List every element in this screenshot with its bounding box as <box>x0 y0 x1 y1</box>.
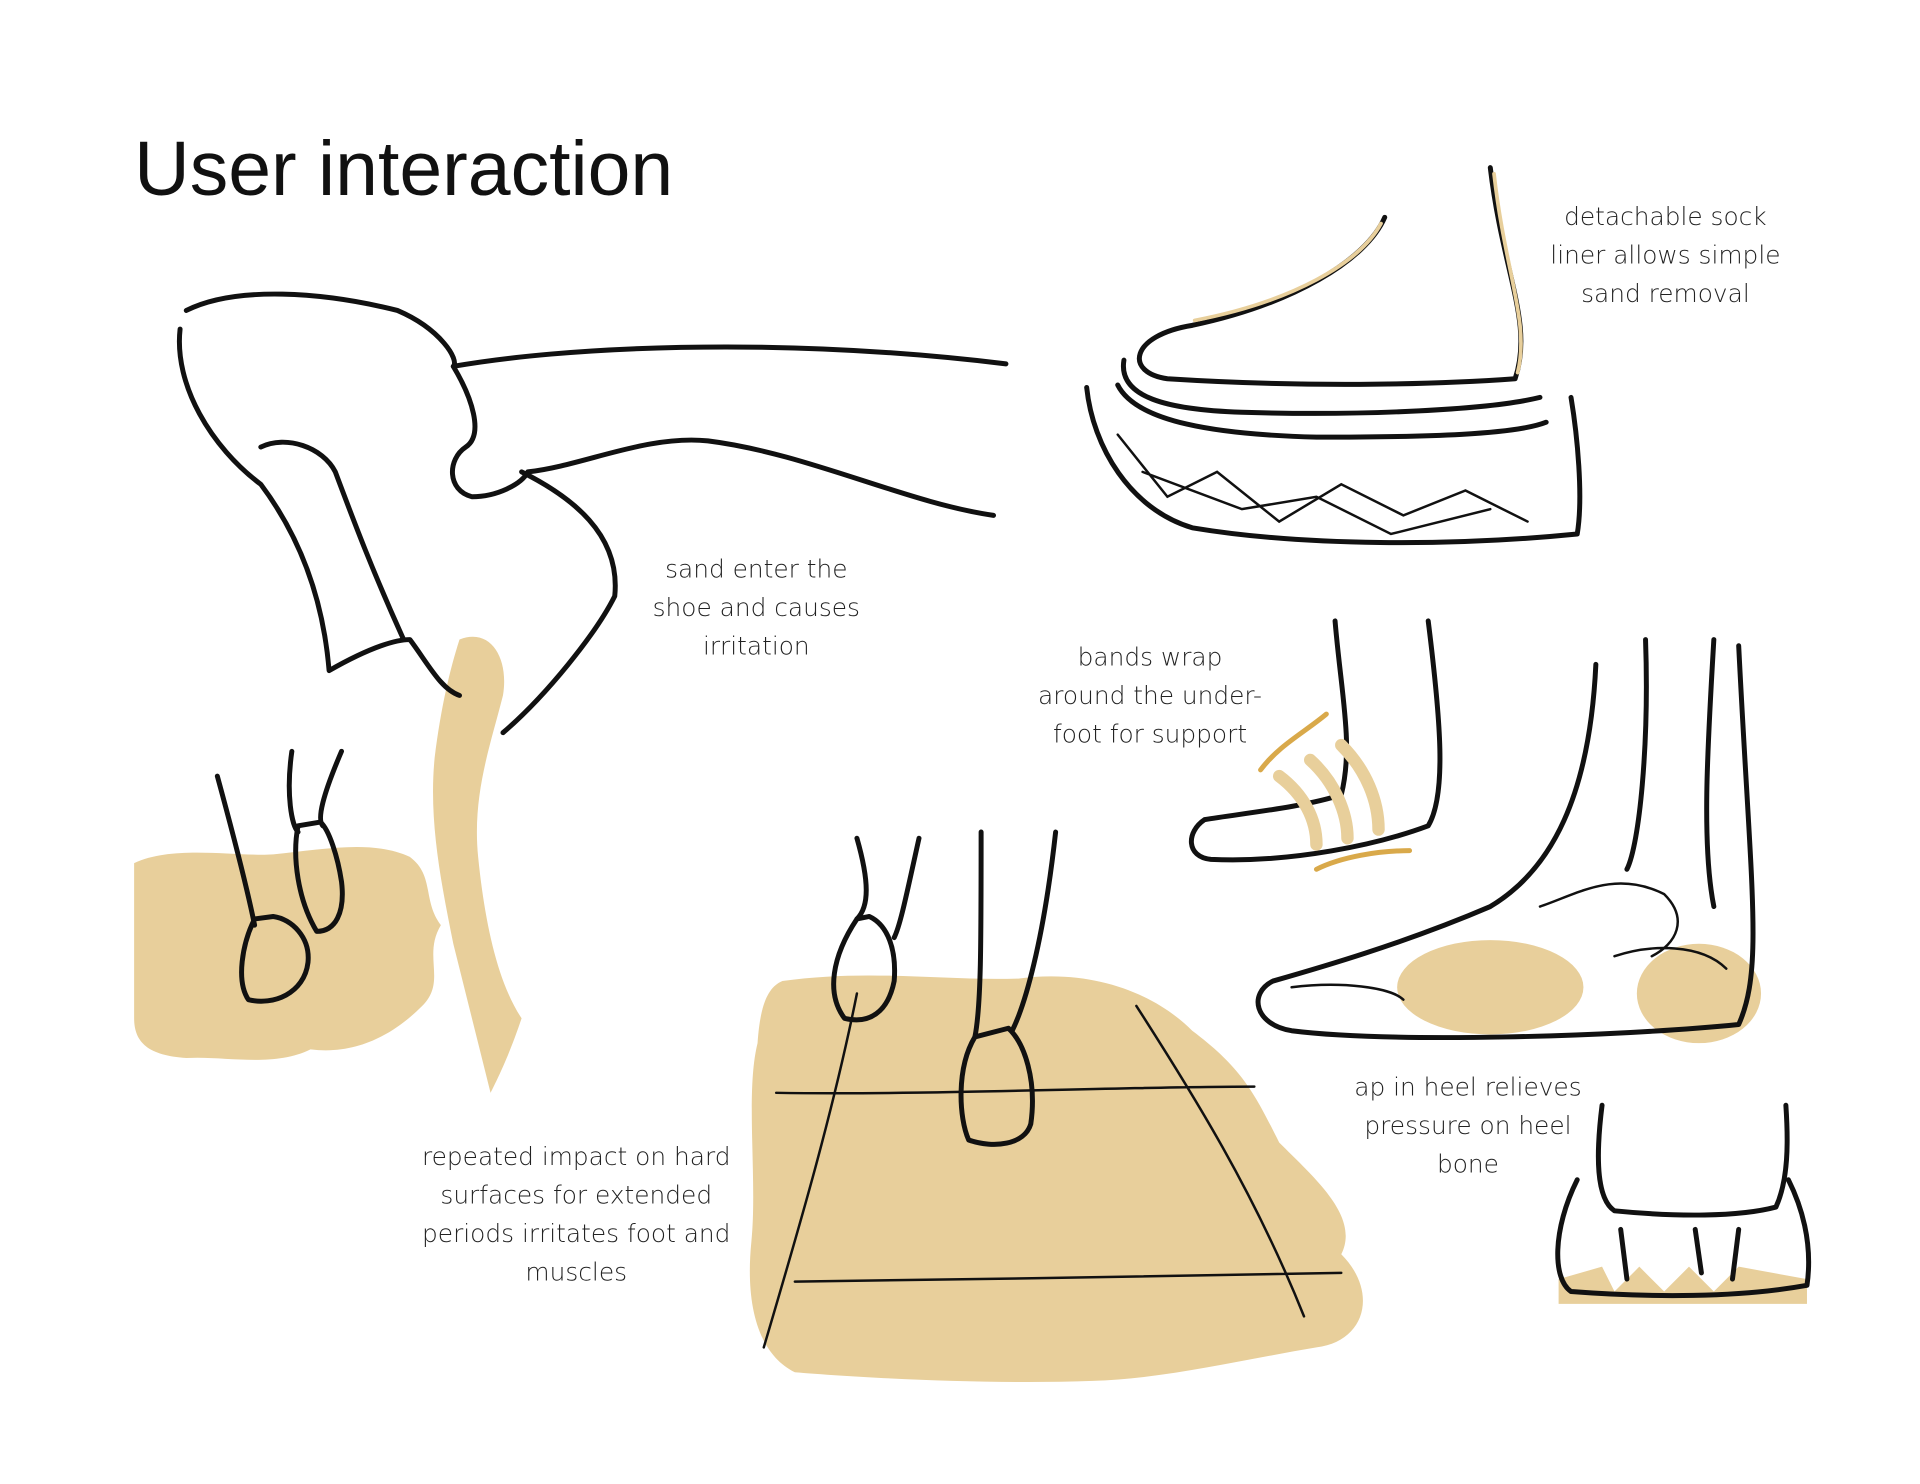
hard-surface-impact-sketch <box>749 829 1363 1383</box>
annotation-line: bone <box>1437 1149 1499 1178</box>
annotation-line: around the under- <box>1038 681 1262 710</box>
support-bands-sketch <box>1188 618 1443 872</box>
annotation-heel-gap: ap in heel relieves pressure on heel bon… <box>1354 1072 1581 1178</box>
annotation-line: ap in heel relieves <box>1354 1072 1581 1101</box>
shoe-pouring-sand-sketch <box>134 291 1009 1093</box>
annotation-line: muscles <box>525 1257 627 1286</box>
sock-liner-sketch <box>1084 165 1583 546</box>
annotation-sock-liner: detachable sock liner allows simple sand… <box>1550 202 1780 308</box>
annotation-bands-wrap: bands wrap around the under- foot for su… <box>1038 643 1262 749</box>
annotation-sand-enter: sand enter the shoe and causes irritatio… <box>653 554 860 660</box>
annotation-line: sand enter the <box>665 554 847 583</box>
annotation-line: shoe and causes <box>653 593 860 622</box>
annotation-impact: repeated impact on hard surfaces for ext… <box>422 1142 731 1286</box>
heel-bone-sketch <box>1255 637 1762 1044</box>
annotation-line: periods irritates foot and <box>422 1219 730 1248</box>
annotation-line: detachable sock <box>1564 202 1767 231</box>
annotation-line: pressure on heel <box>1364 1111 1571 1140</box>
annotation-line: irritation <box>703 631 810 660</box>
heel-gap-sketch <box>1555 1102 1812 1304</box>
annotation-line: surfaces for extended <box>440 1180 712 1209</box>
annotation-line: sand removal <box>1581 279 1750 308</box>
page-title: User interaction <box>134 126 673 212</box>
annotation-line: repeated impact on hard <box>422 1142 731 1171</box>
annotation-line: bands wrap <box>1078 643 1223 672</box>
annotation-line: foot for support <box>1053 720 1247 749</box>
annotation-line: liner allows simple <box>1550 240 1780 269</box>
